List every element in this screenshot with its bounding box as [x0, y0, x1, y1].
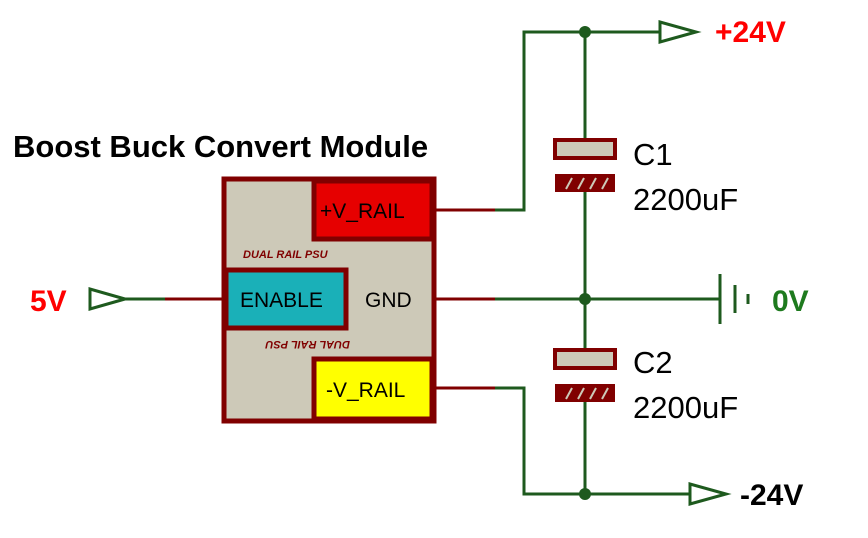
- module-label-bottom: DUAL RAIL PSU: [264, 338, 350, 350]
- positive-rail-label: +24V: [715, 16, 786, 49]
- ground-0v-label: 0V: [772, 285, 809, 318]
- input-terminal-arrow[interactable]: [88, 287, 131, 311]
- c1-ref-label: C1: [633, 137, 673, 172]
- junction-top: [579, 26, 591, 38]
- pin-stubs: [165, 208, 495, 390]
- neg-rail-terminal-arrow[interactable]: [688, 482, 732, 506]
- negative-rail-label: -24V: [740, 479, 803, 512]
- pin-box-vrail-pos[interactable]: [311, 178, 435, 242]
- junctions: [579, 26, 591, 500]
- module-label-top: DUAL RAIL PSU: [243, 249, 329, 261]
- converter-module[interactable]: +V_RAIL ENABLE GND -V_RAIL DUAL RAIL PSU…: [221, 176, 437, 424]
- c2-plate-positive: [553, 348, 617, 370]
- wire-vrail-pos: [495, 30, 660, 212]
- input-5v-label: 5V: [30, 285, 67, 318]
- module-title: Boost Buck Convert Module: [13, 129, 428, 164]
- c2-hatch: [565, 387, 609, 400]
- wire-vrail-neg: [495, 386, 690, 496]
- c1-hatch: [565, 177, 609, 190]
- pin-box-enable[interactable]: [223, 267, 349, 331]
- pos-rail-terminal-arrow[interactable]: [658, 20, 702, 44]
- c2-ref-label: C2: [633, 345, 673, 380]
- capacitor-c2[interactable]: C2 2200uF: [553, 345, 738, 425]
- junction-bottom: [579, 488, 591, 500]
- c2-plate-negative: [555, 384, 615, 402]
- c1-plate-negative: [555, 174, 615, 192]
- capacitor-c1[interactable]: C1 2200uF: [553, 137, 738, 217]
- pin-label-enable: ENABLE: [240, 289, 323, 312]
- ground-symbol[interactable]: [718, 274, 750, 324]
- pin-label-gnd: GND: [365, 289, 412, 312]
- pin-label-vrail-neg: -V_RAIL: [326, 379, 405, 402]
- junction-gnd: [579, 293, 591, 305]
- pin-label-vrail-pos: +V_RAIL: [320, 200, 405, 223]
- terminal-arrows: [88, 20, 732, 506]
- c1-plate-positive: [553, 138, 617, 160]
- c2-value-label: 2200uF: [633, 390, 738, 425]
- pin-box-vrail-neg[interactable]: [311, 356, 435, 422]
- wires: [125, 30, 720, 496]
- c1-value-label: 2200uF: [633, 182, 738, 217]
